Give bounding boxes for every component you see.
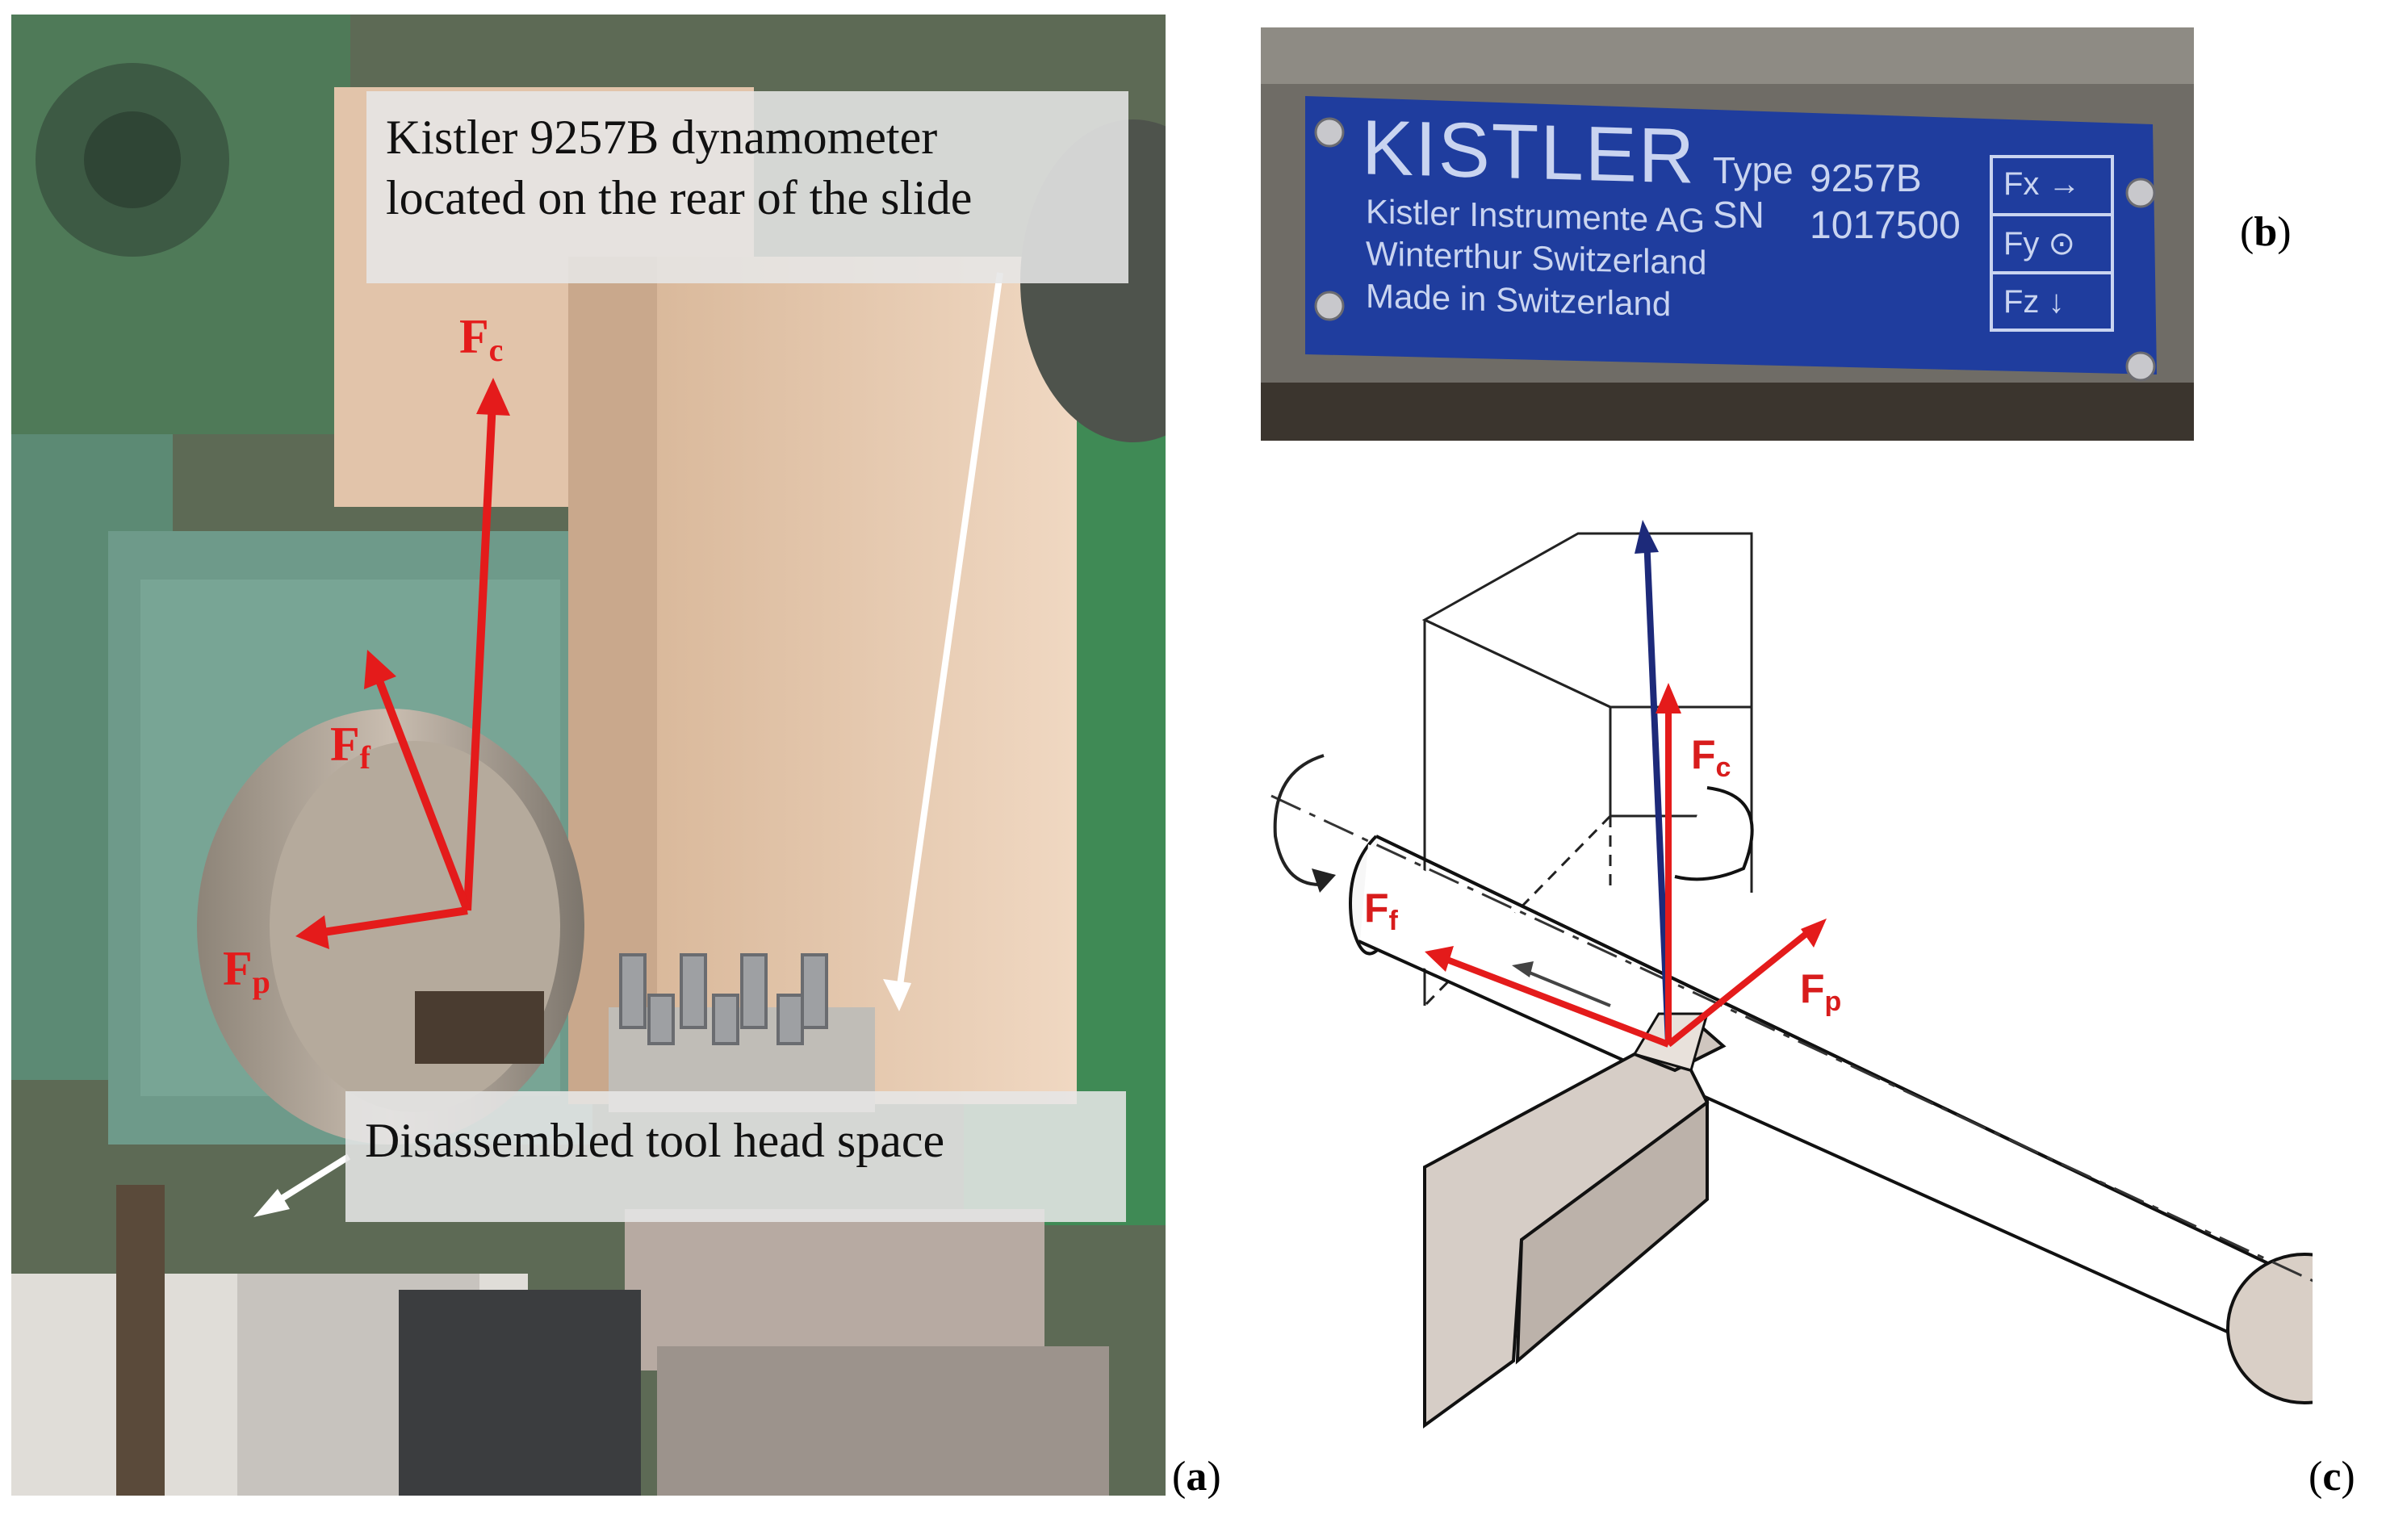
dynamometer-annotation: Kistler 9257B dynamometer located on the… (366, 91, 1128, 283)
panel-a-lathe-photo: Kistler 9257B dynamometer located on the… (11, 15, 1166, 1496)
plate-axis-z: Fz ↓ (2003, 284, 2065, 320)
panel-c-cutting-force-diagram: Fc Ff Fp (1255, 489, 2313, 1530)
force-label-fp-c: Fp (1800, 966, 1842, 1017)
plate-type-value: 9257B (1810, 157, 1922, 200)
force-label-ff-a: Ff (330, 718, 370, 776)
dynamometer-annotation-line1: Kistler 9257B dynamometer (386, 111, 938, 164)
tool-head-annotation: Disassembled tool head space (345, 1091, 1126, 1222)
plate-brand: KISTLER (1362, 104, 1697, 200)
panel-b-nameplate-photo: KISTLER Kistler Instrumente AG Winterthu… (1261, 27, 2194, 441)
dynamometer-annotation-line2: located on the rear of the slide (386, 171, 973, 224)
plate-type-label: Type (1713, 149, 1794, 191)
nameplate-illustration (1261, 27, 2194, 441)
force-label-fc-c: Fc (1691, 732, 1731, 783)
tool-head-annotation-text: Disassembled tool head space (365, 1114, 945, 1167)
panel-label-c: (c) (2309, 1454, 2355, 1500)
plate-axis-y: Fy ⊙ (2003, 226, 2076, 262)
panel-label-a: (a) (1172, 1454, 1221, 1500)
turning-diagram-illustration (1270, 520, 2313, 1429)
plate-axis-x: Fx → (2003, 166, 2081, 202)
force-label-ff-c: Ff (1364, 885, 1398, 936)
force-label-fc-a: Fc (459, 310, 504, 368)
plate-sn-label: SN (1713, 194, 1764, 236)
plate-sn-value: 1017500 (1810, 204, 1961, 247)
panel-label-b: (b) (2240, 209, 2292, 255)
force-label-fp-a: Fp (223, 942, 270, 1000)
